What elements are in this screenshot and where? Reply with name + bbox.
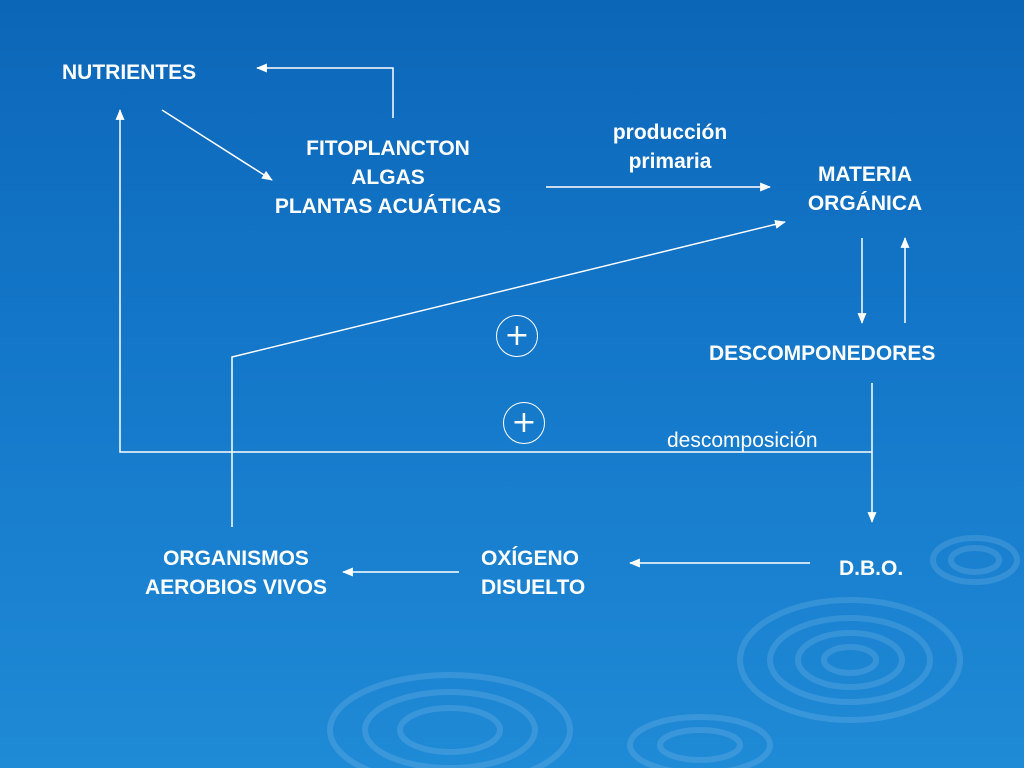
node-dbo-text: D.B.O.	[839, 557, 904, 580]
arrow-descomposicion-to-nutrientes	[115, 109, 872, 453]
node-descomponedores: DESCOMPONEDORES	[709, 339, 935, 368]
edge-label-descomposicion: descomposición	[667, 426, 818, 455]
node-organismos-aerobios: ORGANISMOS AEROBIOS VIVOS	[116, 544, 356, 602]
arrow-fitoplancton-to-nutrientes	[256, 63, 394, 118]
node-oxigeno-disuelto: OXÍGENO DISUELTO	[481, 544, 585, 602]
edge-label-produccion-line-1: producción	[612, 121, 728, 144]
node-fitoplancton-line-2: ALGAS	[351, 166, 425, 189]
edge-label-descomposicion-text: descomposición	[667, 429, 818, 452]
plus-sign-bottom-text: +	[511, 405, 537, 440]
node-dbo: D.B.O.	[839, 554, 903, 583]
node-organismos-line-2: AEROBIOS VIVOS	[144, 576, 328, 599]
node-fitoplancton-line-1: FITOPLANCTON	[306, 137, 470, 160]
node-oxigeno-line-2: DISUELTO	[481, 576, 586, 599]
node-oxigeno-line-1: OXÍGENO	[481, 547, 580, 570]
node-materia-organica: MATERIA ORGÁNICA	[790, 160, 940, 218]
plus-sign-top: +	[496, 315, 538, 357]
node-fitoplancton-line-3: PLANTAS ACUÁTICAS	[274, 195, 502, 218]
edge-label-produccion-line-2: primaria	[628, 150, 712, 173]
arrow-nutrientes-to-fitoplancton	[161, 109, 273, 181]
node-materia-organica-line-2: ORGÁNICA	[807, 192, 923, 215]
plus-sign-top-text: +	[504, 318, 530, 353]
node-fitoplancton: FITOPLANCTON ALGAS PLANTAS ACUÁTICAS	[248, 134, 528, 221]
edge-label-produccion-primaria: producción primaria	[590, 118, 750, 176]
arrow-organismos-to-materia	[231, 219, 786, 527]
node-materia-organica-line-1: MATERIA	[817, 163, 913, 186]
node-nutrientes: NUTRIENTES	[62, 58, 196, 87]
node-organismos-line-1: ORGANISMOS	[163, 547, 309, 570]
plus-sign-bottom: +	[503, 402, 545, 444]
node-nutrientes-text: NUTRIENTES	[62, 61, 197, 84]
node-descomponedores-text: DESCOMPONEDORES	[709, 342, 936, 365]
